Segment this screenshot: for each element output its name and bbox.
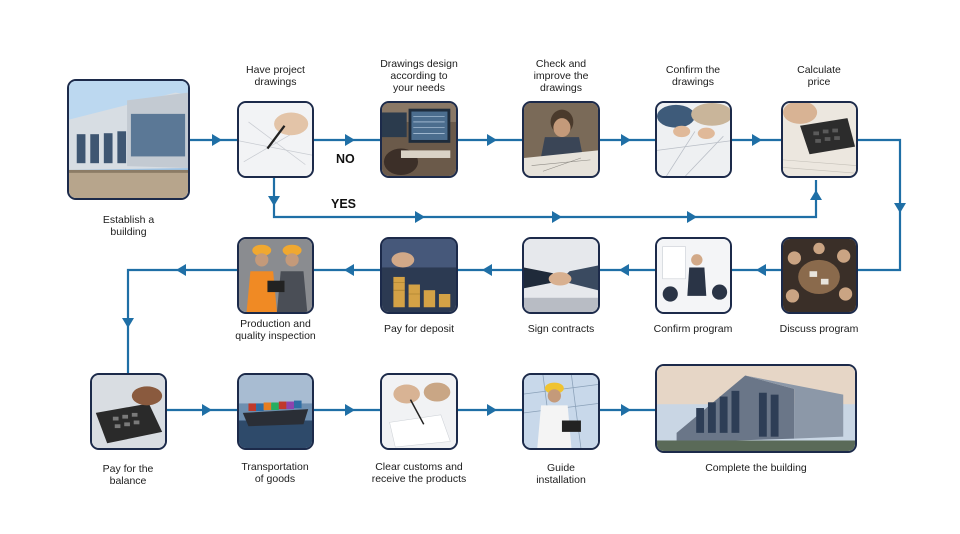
step-label: Confirm the drawings (665, 64, 721, 88)
step-label: Production and quality inspection (235, 318, 316, 342)
step-label: Transportation of goods (241, 461, 309, 485)
step-confirm-drawings (655, 101, 732, 178)
arrowhead (619, 264, 629, 276)
step-drawings-design (380, 101, 458, 178)
step-confirm-program (655, 237, 732, 314)
connector-11-12 (126, 268, 237, 373)
arrowhead (487, 404, 497, 416)
arrowhead (756, 264, 766, 276)
step-transportation (237, 373, 314, 450)
step-pay-deposit (380, 237, 458, 314)
step-label: Discuss program (779, 323, 859, 335)
arrowhead (345, 134, 355, 146)
step-sign-contracts (522, 237, 600, 314)
step-calculate-price (781, 101, 858, 178)
calculator-photo (783, 103, 856, 176)
arrowhead (752, 134, 762, 146)
step-clear-customs (380, 373, 458, 450)
document-signing-photo (382, 375, 456, 448)
reviewing-plans-photo (657, 103, 730, 176)
warehouse-photo (69, 81, 188, 198)
arrowhead (552, 211, 562, 223)
step-label: Have project drawings (246, 64, 305, 88)
arrowhead (344, 264, 354, 276)
finished-building-photo (657, 366, 855, 451)
step-discuss-program (781, 237, 858, 314)
step-label: Guide installation (536, 462, 586, 486)
arrowhead (122, 318, 134, 328)
step-label: Drawings design according to your needs (380, 58, 458, 94)
arrowhead (415, 211, 425, 223)
connector-6-7 (858, 138, 902, 272)
step-check-improve (522, 101, 600, 178)
arrowhead (482, 264, 492, 276)
engineer-drafting-photo (524, 103, 598, 176)
arrowhead (621, 404, 631, 416)
hand-drawing-photo (239, 103, 312, 176)
step-pay-balance (90, 373, 167, 450)
step-label: Establish a building (102, 214, 155, 238)
step-complete-building (655, 364, 857, 453)
step-establish-building (67, 79, 190, 200)
arrowhead (345, 404, 355, 416)
cargo-ship-photo (239, 375, 312, 448)
step-label: Check and improve the drawings (533, 58, 589, 94)
step-label: Pay for deposit (383, 323, 455, 335)
arrowhead (268, 196, 280, 206)
step-label: Sign contracts (527, 323, 595, 335)
arrowhead (810, 190, 822, 200)
step-label: Clear customs and receive the products (371, 461, 467, 485)
calculator-hand-photo (92, 375, 165, 448)
arrowhead (202, 404, 212, 416)
step-guide-installation (522, 373, 600, 450)
step-label: Pay for the balance (102, 463, 154, 487)
arrowhead (687, 211, 697, 223)
step-label: Complete the building (705, 462, 807, 474)
yes-branch-label: YES (331, 197, 357, 211)
step-label: Calculate price (797, 64, 841, 88)
arrowhead (212, 134, 222, 146)
step-have-drawings (237, 101, 314, 178)
arrowhead (176, 264, 186, 276)
computer-design-photo (382, 103, 456, 176)
step-label: Confirm program (653, 323, 733, 335)
engineer-tablet-photo (524, 375, 598, 448)
arrowhead (894, 203, 906, 213)
no-branch-label: NO (336, 152, 355, 166)
presentation-photo (657, 239, 730, 312)
meeting-table-photo (783, 239, 856, 312)
arrowhead (487, 134, 497, 146)
handshake-photo (524, 239, 598, 312)
coins-photo (382, 239, 456, 312)
workers-inspection-photo (239, 239, 312, 312)
arrowhead (621, 134, 631, 146)
step-production-inspection (237, 237, 314, 314)
